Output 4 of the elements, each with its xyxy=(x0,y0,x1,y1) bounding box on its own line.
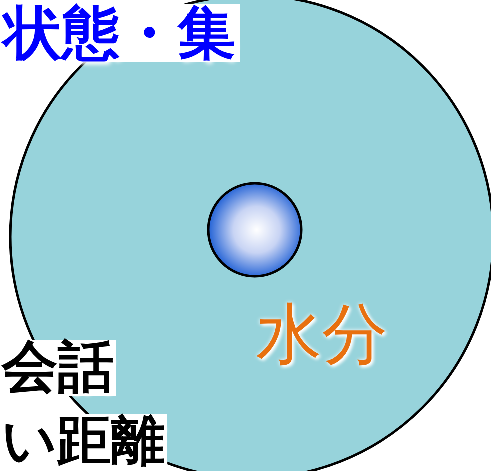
sphere xyxy=(207,182,303,278)
title: 状態・集 xyxy=(0,4,240,62)
node-label: 水分 xyxy=(256,302,388,368)
caption-text: 会話 xyxy=(0,340,116,396)
